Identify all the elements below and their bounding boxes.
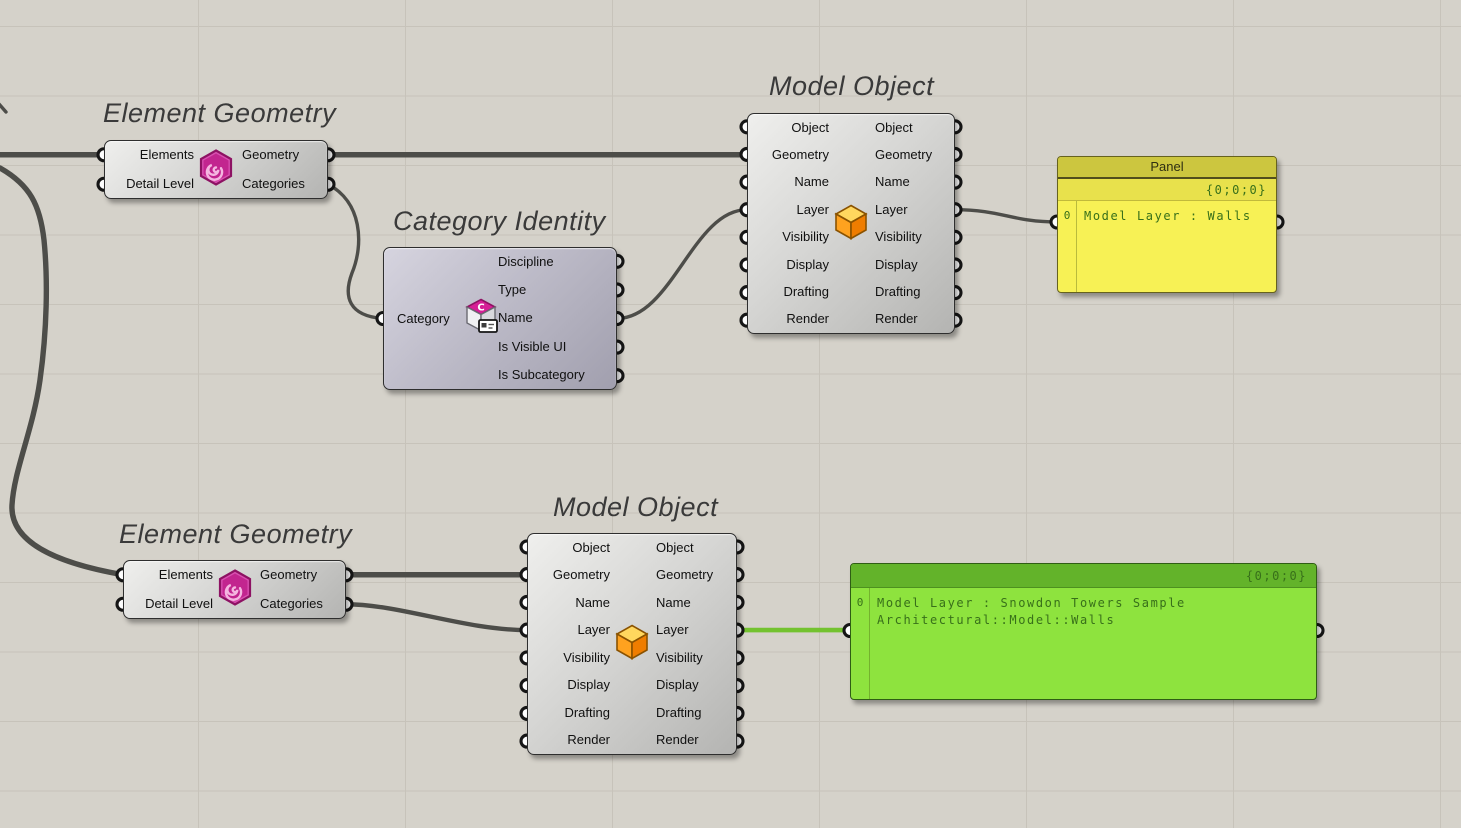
input-port-label[interactable]: Detail Level xyxy=(145,595,213,611)
spiral-hexagon-icon xyxy=(199,148,233,191)
panel-yellow[interactable]: Panel {0;0;0} 0 Model Layer : Walls xyxy=(1057,156,1277,293)
output-port-label[interactable]: Object xyxy=(875,119,913,135)
panel-green[interactable]: {0;0;0} 0 Model Layer : Snowdon Towers S… xyxy=(850,563,1317,700)
input-port-label[interactable]: Elements xyxy=(139,147,194,163)
input-port-label[interactable]: Render xyxy=(786,311,829,327)
input-port-label[interactable]: Name xyxy=(794,174,829,190)
panel-row-index: 0 xyxy=(1058,201,1077,292)
input-port-label[interactable]: Layer xyxy=(577,622,610,638)
wire-categories-to-layer-bottom[interactable] xyxy=(343,602,530,633)
cube-icon xyxy=(614,623,650,666)
component-nickname-label: Model Object xyxy=(553,492,719,522)
input-port-label[interactable]: Object xyxy=(791,119,829,135)
input-port-label[interactable]: Display xyxy=(786,256,829,272)
output-port-label[interactable]: Geometry xyxy=(875,147,933,163)
panel-path-text: {0;0;0} xyxy=(1245,568,1307,583)
output-port-label[interactable]: Geometry xyxy=(242,147,300,163)
output-port-label[interactable]: Geometry xyxy=(260,567,318,583)
panel-content[interactable]: Model Layer : Walls xyxy=(1077,201,1258,292)
input-port-label[interactable]: Layer xyxy=(796,201,829,217)
wire-categories-to-category[interactable] xyxy=(326,182,385,321)
svg-text:C: C xyxy=(477,302,484,313)
input-port-label[interactable]: Render xyxy=(567,732,610,748)
output-port-label[interactable]: Drafting xyxy=(656,704,702,720)
input-port-label[interactable]: Category xyxy=(397,310,450,326)
panel-line: Architectural::Model::Walls xyxy=(877,612,1116,627)
output-port-label[interactable]: Discipline xyxy=(498,254,554,270)
input-port-label[interactable]: Geometry xyxy=(771,147,829,163)
panel-path-badge: {0;0;0} xyxy=(851,564,1316,588)
output-port-label[interactable]: Name xyxy=(656,594,691,610)
output-port-label[interactable]: Is Subcategory xyxy=(498,366,585,382)
component-nickname-label: Element Geometry xyxy=(103,98,337,128)
panel-row-index: 0 xyxy=(851,588,870,699)
output-port-label[interactable]: Display xyxy=(875,256,918,272)
category-box-icon: C xyxy=(463,297,499,340)
wire-name-to-layer[interactable] xyxy=(615,208,749,321)
output-port-label[interactable]: Name xyxy=(498,310,533,326)
component-nickname-label: Element Geometry xyxy=(119,519,353,549)
component-nickname-label: Category Identity xyxy=(393,206,606,236)
output-port-label[interactable]: Type xyxy=(498,282,527,298)
input-port-label[interactable]: Detail Level xyxy=(126,175,194,191)
wire-elements-input-bottom[interactable] xyxy=(0,165,126,578)
output-port-label[interactable]: Visibility xyxy=(656,649,703,665)
output-port-label[interactable]: Categories xyxy=(242,175,305,191)
output-port-label[interactable]: Visibility xyxy=(875,229,922,245)
output-port-label[interactable]: Geometry xyxy=(656,567,714,583)
output-port-label[interactable]: Layer xyxy=(656,622,689,638)
input-port-label[interactable]: Drafting xyxy=(564,704,610,720)
panel-line: Model Layer : Walls xyxy=(1084,209,1252,223)
output-port-label[interactable]: Name xyxy=(875,174,910,190)
panel-line: Model Layer : Snowdon Towers Sample xyxy=(877,596,1186,610)
spiral-hexagon-icon xyxy=(218,568,252,611)
output-port-label[interactable]: Drafting xyxy=(875,283,921,299)
input-port-label[interactable]: Elements xyxy=(158,567,213,583)
output-port-label[interactable]: Layer xyxy=(875,201,908,217)
input-port-label[interactable]: Display xyxy=(567,677,610,693)
output-port-label[interactable]: Render xyxy=(656,732,699,748)
input-port-label[interactable]: Name xyxy=(575,594,610,610)
offscreen-label-tick xyxy=(0,102,8,114)
output-port-label[interactable]: Display xyxy=(656,677,699,693)
output-port-label[interactable]: Render xyxy=(875,311,918,327)
cube-icon xyxy=(833,202,869,245)
input-port-label[interactable]: Drafting xyxy=(783,283,829,299)
output-port-label[interactable]: Is Visible UI xyxy=(498,338,567,354)
input-port-label[interactable]: Geometry xyxy=(552,567,610,583)
wire-layer-to-yellow-panel[interactable] xyxy=(953,208,1059,224)
panel-path-text: {0;0;0} xyxy=(1205,182,1267,197)
input-port-label[interactable]: Object xyxy=(572,539,610,555)
panel-title: Panel xyxy=(1058,157,1276,179)
input-port-label[interactable]: Visibility xyxy=(563,649,610,665)
panel-path-badge: {0;0;0} xyxy=(1058,179,1276,201)
output-port-label[interactable]: Categories xyxy=(260,595,323,611)
component-nickname-label: Model Object xyxy=(769,71,935,101)
input-port-label[interactable]: Visibility xyxy=(782,229,829,245)
output-port-label[interactable]: Object xyxy=(656,539,694,555)
